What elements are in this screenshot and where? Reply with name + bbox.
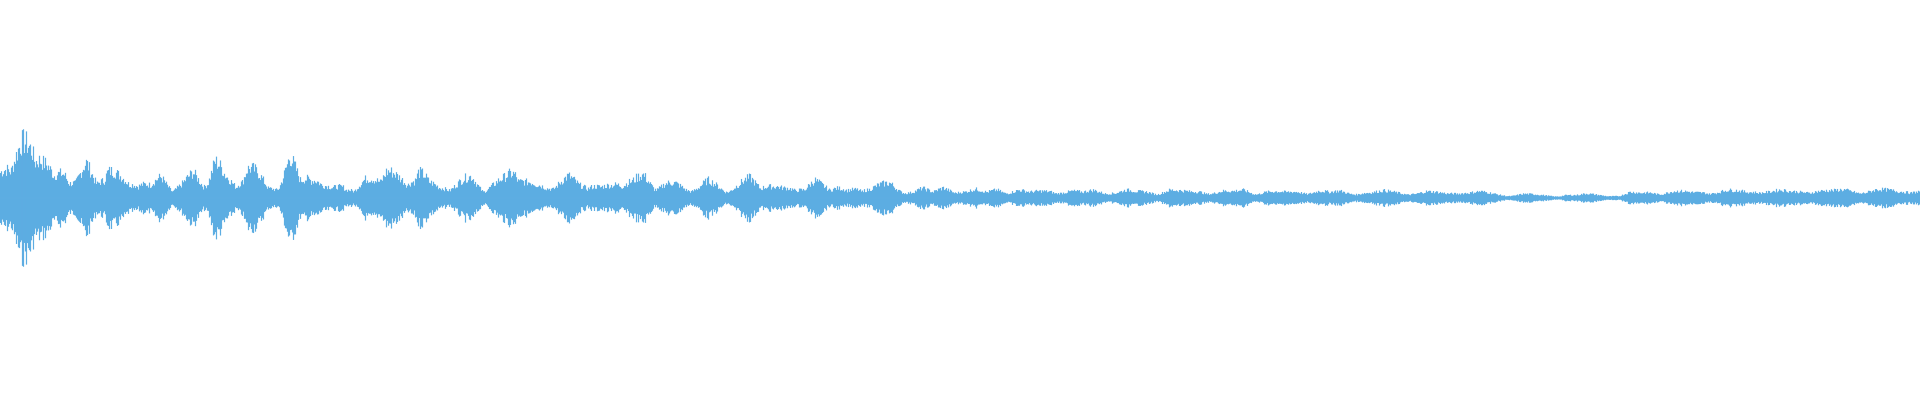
waveform-bars [0, 129, 1920, 267]
